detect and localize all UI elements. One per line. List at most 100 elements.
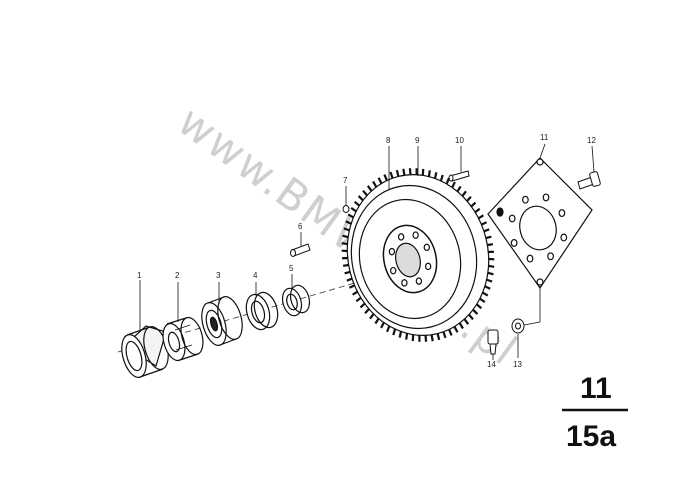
bolt-hole xyxy=(397,233,405,241)
gear-tooth xyxy=(386,325,391,333)
gear-tooth xyxy=(482,291,489,297)
callout-12: 12 xyxy=(587,136,596,145)
gear-tooth xyxy=(344,270,351,275)
part-9-flywheel xyxy=(341,168,495,342)
bolt-hole xyxy=(401,279,408,287)
part-2-needle-bearing xyxy=(162,316,204,362)
bolt-hole xyxy=(388,247,396,256)
bolt-hole xyxy=(510,238,518,247)
gear-tooth xyxy=(436,333,441,341)
gear-tooth xyxy=(451,181,456,188)
gear-tooth xyxy=(364,308,370,315)
callout-2: 2 xyxy=(175,271,180,280)
gear-tooth xyxy=(477,214,484,220)
bolt-hole xyxy=(389,266,397,275)
gear-tooth xyxy=(342,234,349,239)
part-4-seal-ring xyxy=(245,291,279,331)
callout-4: 4 xyxy=(253,271,258,280)
callout-10: 10 xyxy=(455,136,464,145)
gear-tooth xyxy=(442,331,447,339)
gear-tooth xyxy=(475,303,483,310)
bolt-hole xyxy=(412,231,419,239)
bolt-hole xyxy=(424,262,432,271)
gear-tooth xyxy=(456,185,462,193)
part-14-bolt xyxy=(487,329,499,355)
callout-5: 5 xyxy=(289,264,294,273)
gear-tooth xyxy=(470,201,477,208)
callout-14: 14 xyxy=(487,360,496,369)
gear-tooth xyxy=(463,318,470,325)
leader-lines xyxy=(139,143,595,360)
callout-13: 13 xyxy=(513,360,522,369)
gear-tooth xyxy=(346,277,353,282)
gear-tooth xyxy=(448,329,453,336)
bolt-hole xyxy=(558,209,566,218)
gear-tooth xyxy=(341,242,348,246)
bolt-hole xyxy=(542,193,550,202)
bolt-hole xyxy=(560,233,568,242)
gear-tooth xyxy=(372,180,378,188)
gear-tooth xyxy=(483,228,490,233)
gear-tooth xyxy=(430,334,434,342)
gear-tooth xyxy=(484,285,491,290)
gear-tooth xyxy=(424,335,428,342)
callout-11: 11 xyxy=(540,133,549,142)
callout-6: 6 xyxy=(298,222,303,231)
callout-9: 9 xyxy=(415,136,420,145)
gear-tooth xyxy=(433,172,438,179)
gear-tooth xyxy=(405,333,409,340)
gear-tooth xyxy=(380,322,385,329)
callout-3: 3 xyxy=(216,271,221,280)
gear-tooth xyxy=(468,313,474,321)
gear-tooth xyxy=(481,221,488,226)
gear-tooth xyxy=(352,290,359,296)
gear-tooth xyxy=(458,322,464,330)
gear-tooth xyxy=(395,169,400,177)
gear-tooth xyxy=(392,328,397,336)
gear-tooth xyxy=(357,195,364,202)
bolt-hole xyxy=(508,214,516,223)
gear-tooth xyxy=(345,220,352,225)
gear-tooth xyxy=(342,263,349,267)
gear-tooth xyxy=(488,264,495,268)
gear-tooth xyxy=(383,174,388,181)
gear-tooth xyxy=(474,207,481,214)
figure-group-number: 11 xyxy=(580,372,612,405)
bolt-hole xyxy=(522,195,529,204)
part-5-spacer-ring xyxy=(281,284,311,317)
part-6-dowel-pin xyxy=(290,243,311,257)
gear-tooth xyxy=(377,177,383,184)
bolt-hole xyxy=(423,243,431,252)
gear-tooth xyxy=(485,235,492,240)
part-7-small-pin xyxy=(342,205,350,213)
gear-tooth xyxy=(350,207,357,213)
plate-bolt-holes xyxy=(508,193,568,263)
bolt-hole xyxy=(526,254,534,263)
gear-tooth xyxy=(427,170,431,177)
gear-tooth xyxy=(466,195,472,202)
gear-tooth xyxy=(347,213,354,219)
gear-tooth xyxy=(402,168,406,176)
gear-tooth xyxy=(486,278,493,283)
gear-tooth xyxy=(472,308,479,315)
gear-tooth xyxy=(439,174,444,182)
callout-1: 1 xyxy=(137,271,142,280)
ring-gear-teeth xyxy=(341,168,495,342)
gear-tooth xyxy=(369,313,375,320)
part-10-pin xyxy=(448,170,470,182)
callout-7: 7 xyxy=(343,176,348,185)
part-3-ball-bearing xyxy=(201,296,243,346)
gear-tooth xyxy=(487,271,494,276)
gear-tooth xyxy=(389,171,394,179)
part-11-drive-plate xyxy=(487,157,593,290)
figure-sheet-number: 15a xyxy=(566,420,616,453)
bolt-hole xyxy=(547,252,554,261)
gear-tooth xyxy=(453,326,459,333)
gear-tooth xyxy=(348,284,355,289)
gear-tooth xyxy=(487,243,494,247)
gear-tooth xyxy=(461,190,467,197)
callout-8: 8 xyxy=(386,136,391,145)
gear-tooth xyxy=(353,200,361,207)
flywheel-bolt-holes xyxy=(388,231,432,287)
